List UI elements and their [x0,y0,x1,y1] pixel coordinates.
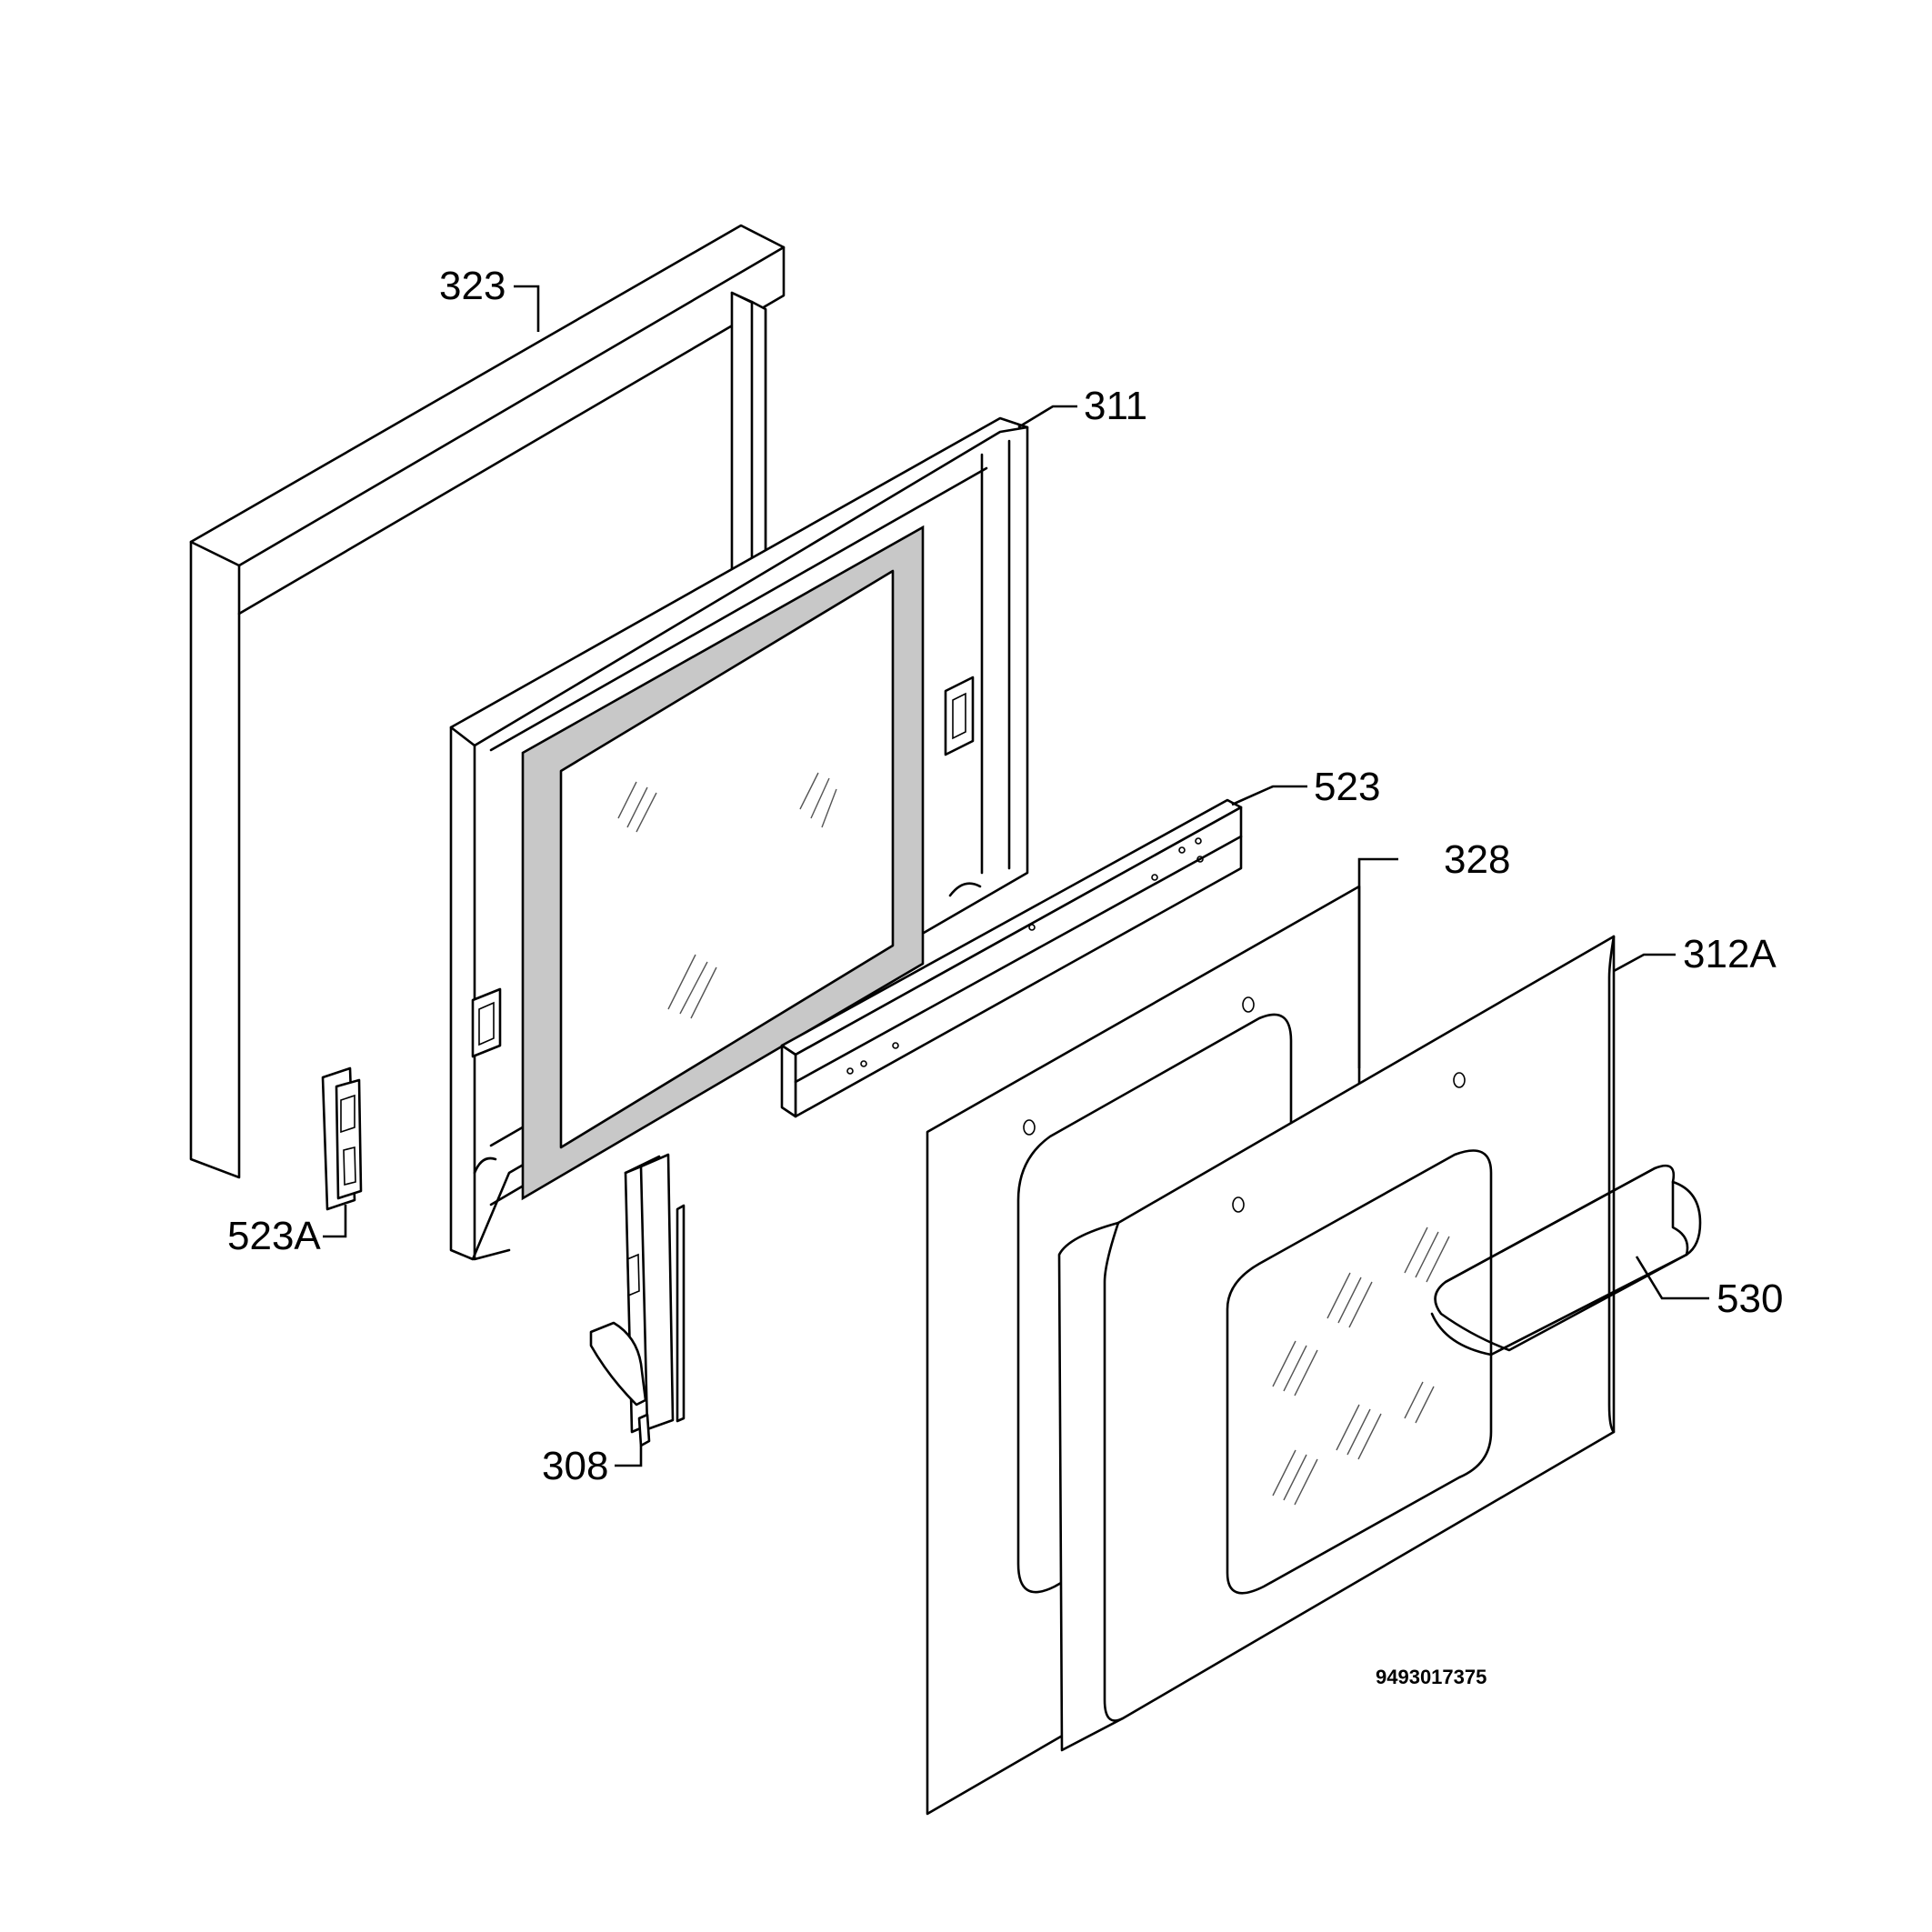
label-523: 523 [1314,765,1380,809]
leader-312a [1613,953,1676,973]
part-523a-bracket [321,1066,363,1211]
label-308: 308 [542,1444,608,1488]
leader-523a [323,1205,347,1238]
label-311: 311 [1084,384,1147,428]
leader-311 [1017,405,1077,429]
leader-323 [514,285,540,332]
label-323: 323 [439,264,506,308]
label-328: 328 [1444,837,1510,882]
part-523-rail [780,798,1243,1118]
label-530: 530 [1717,1276,1783,1321]
leader-308 [615,1446,643,1467]
part-311-inner-door [449,416,1029,1261]
leader-328 [1357,857,1398,1068]
leader-lines [323,285,1709,1467]
leader-523 [1231,785,1307,806]
part-308-hinge [589,1153,686,1447]
part-530-handle [1430,1164,1702,1356]
leader-530 [1635,1256,1709,1300]
part-312a-outer-panel [1057,935,1616,1752]
label-312a: 312A [1683,932,1777,976]
label-523a: 523A [227,1214,321,1258]
drawing-number: 9493017375 [1376,1666,1487,1688]
